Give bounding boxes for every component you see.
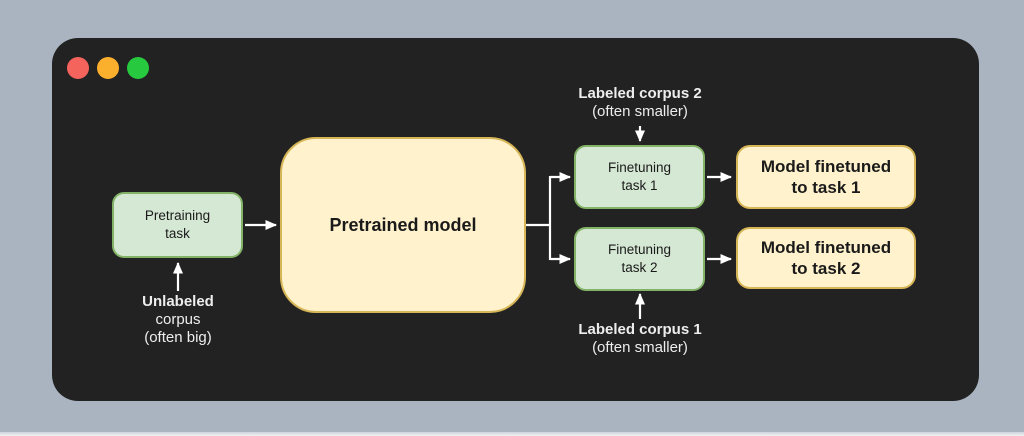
finetuning-task1-label: task 1	[621, 178, 658, 193]
window-controls	[67, 57, 149, 79]
finetuning-task2-label: task 2	[621, 260, 658, 275]
labeled-corpus-2-line: Labeled corpus 2	[578, 85, 702, 102]
unlabeled-corpus-line: (often big)	[144, 329, 212, 346]
model-finetuned-task1-label: to task 1	[791, 178, 861, 197]
labeled-corpus-1-annotation: Labeled corpus 1 (often smaller)	[560, 321, 720, 357]
page-bottom-edge	[0, 432, 1024, 436]
unlabeled-corpus-annotation: Unlabeled corpus (often big)	[108, 293, 248, 347]
finetuning-task1-node: Finetuning task 1	[574, 145, 705, 209]
finetuning-task1-label: Finetuning	[607, 160, 672, 176]
unlabeled-corpus-line: corpus	[155, 311, 201, 328]
pretraining-task-label: task	[165, 226, 190, 241]
pretrained-model-node: Pretrained model	[280, 137, 526, 313]
pretrained-model-label: Pretrained model	[329, 214, 477, 235]
unlabeled-corpus-line: Unlabeled	[142, 293, 214, 310]
close-button[interactable]	[67, 57, 89, 79]
pretraining-task-node: Pretraining task	[112, 192, 243, 258]
model-finetuned-task1-label: Model finetuned	[760, 156, 892, 176]
labeled-corpus-2-line: (often smaller)	[592, 103, 688, 120]
model-finetuned-task2-label: to task 2	[791, 259, 861, 278]
labeled-corpus-1-line: (often smaller)	[592, 339, 688, 356]
model-finetuned-task2-label: Model finetuned	[760, 237, 892, 257]
labeled-corpus-1-line: Labeled corpus 1	[578, 321, 702, 338]
diagram-connectors	[173, 126, 732, 319]
minimize-button[interactable]	[97, 57, 119, 79]
model-finetuned-task1-node: Model finetuned to task 1	[736, 145, 916, 209]
labeled-corpus-2-annotation: Labeled corpus 2 (often smaller)	[560, 85, 720, 121]
finetuning-task2-node: Finetuning task 2	[574, 227, 705, 291]
pretraining-task-label: Pretraining	[144, 208, 211, 224]
finetuning-task2-label: Finetuning	[607, 242, 672, 258]
app-window: Pretraining task Pretrained model Finetu…	[52, 38, 979, 401]
maximize-button[interactable]	[127, 57, 149, 79]
model-finetuned-task2-node: Model finetuned to task 2	[736, 227, 916, 289]
